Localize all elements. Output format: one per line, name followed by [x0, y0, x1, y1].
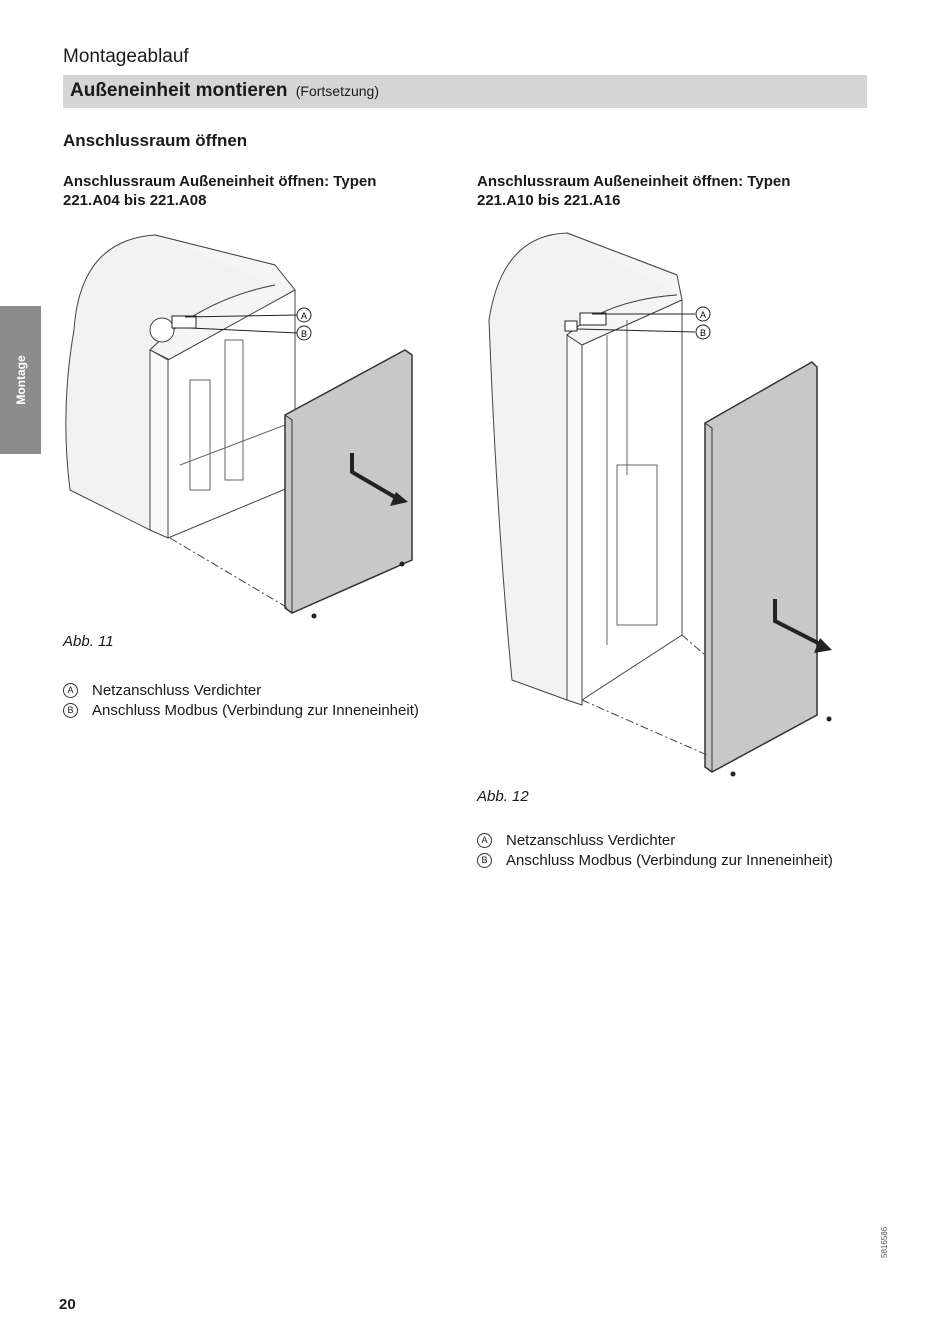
terminal-block-left [564, 320, 578, 332]
column-2-heading-line1: Anschlussraum Außeneinheit öffnen: Typen [477, 173, 791, 190]
side-tab: Montage [0, 306, 41, 454]
front-panel [284, 349, 413, 614]
column-1-heading: Anschlussraum Außeneinheit öffnen: Typen… [63, 172, 376, 210]
legend-letter-a: A [477, 832, 492, 848]
legend-item: A Netzanschluss Verdichter [63, 680, 419, 700]
terminal-block [171, 315, 197, 329]
callout-b-line [576, 328, 696, 333]
document-code: 5816586 [880, 1226, 889, 1258]
column-2-heading: Anschlussraum Außeneinheit öffnen: Typen… [477, 172, 790, 210]
callout-b-label: B [700, 328, 706, 338]
banner-title-suffix: (Fortsetzung) [295, 83, 379, 99]
unit-side-edge [566, 334, 583, 706]
front-panel-edge [704, 422, 713, 772]
figure-11-illustration: A B [65, 234, 413, 619]
callout-a-line [184, 314, 299, 318]
connection-port [149, 317, 175, 343]
removal-arrow [350, 453, 402, 502]
column-1-heading-line2: 221.A04 bis 221.A08 [63, 192, 207, 209]
screw-left [311, 613, 317, 619]
banner-title: Außeneinheit montieren (Fortsetzung) [70, 80, 379, 102]
screw-left [730, 771, 736, 777]
interior-compressor [616, 464, 658, 626]
callout-b-line [189, 327, 299, 334]
removal-arrow [773, 599, 823, 647]
front-panel [704, 361, 818, 773]
screw-right [826, 716, 832, 722]
guide-line [681, 634, 706, 656]
legend-letter-b: B [63, 702, 78, 718]
banner-title-text: Außeneinheit montieren [70, 80, 288, 101]
figure-12-illustration: A B [488, 232, 832, 777]
legend-text: Netzanschluss Verdichter [506, 831, 676, 849]
callout-a-circle [695, 306, 711, 322]
terminal-block [579, 312, 607, 326]
figure-12-caption: Abb. 12 [477, 788, 529, 805]
callout-b-label: B [301, 329, 307, 339]
removal-arrow-head [390, 492, 408, 506]
legend-item: B Anschluss Modbus (Verbindung zur Innen… [477, 850, 833, 870]
removal-arrow-head [814, 638, 832, 653]
figure-11-legend: A Netzanschluss Verdichter B Anschluss M… [63, 680, 419, 720]
page-number: 20 [59, 1296, 76, 1313]
chapter-title: Montageablauf [63, 46, 189, 67]
section-banner: Außeneinheit montieren (Fortsetzung) [63, 75, 867, 108]
guide-line [169, 537, 289, 609]
interior-pipe [224, 339, 244, 481]
section-title: Anschlussraum öffnen [63, 131, 248, 150]
unit-interior [581, 299, 683, 701]
callout-a-label: A [700, 310, 706, 320]
front-panel-edge [284, 414, 293, 613]
column-1-heading-line1: Anschlussraum Außeneinheit öffnen: Typen [63, 173, 377, 190]
legend-item: A Netzanschluss Verdichter [477, 830, 833, 850]
interior-line [179, 424, 286, 466]
legend-text: Anschluss Modbus (Verbindung zur Innenei… [92, 701, 419, 719]
legend-letter-a: A [63, 682, 78, 698]
interior-compressor [189, 379, 211, 491]
callout-a-label: A [301, 311, 307, 321]
screw-right [399, 561, 405, 567]
figure-11-caption: Abb. 11 [63, 633, 114, 650]
callout-a-circle [296, 307, 312, 323]
legend-text: Netzanschluss Verdichter [92, 681, 262, 699]
column-2-heading-line2: 221.A10 bis 221.A16 [477, 192, 621, 209]
side-tab-label: Montage [13, 355, 28, 405]
callout-b-circle [695, 324, 711, 340]
legend-text: Anschluss Modbus (Verbindung zur Innenei… [506, 851, 833, 869]
legend-letter-b: B [477, 852, 492, 868]
guide-line [581, 699, 708, 756]
unit-side-edge [149, 349, 169, 539]
callout-b-circle [296, 325, 312, 341]
legend-item: B Anschluss Modbus (Verbindung zur Innen… [63, 700, 419, 720]
figure-12-legend: A Netzanschluss Verdichter B Anschluss M… [477, 830, 833, 870]
